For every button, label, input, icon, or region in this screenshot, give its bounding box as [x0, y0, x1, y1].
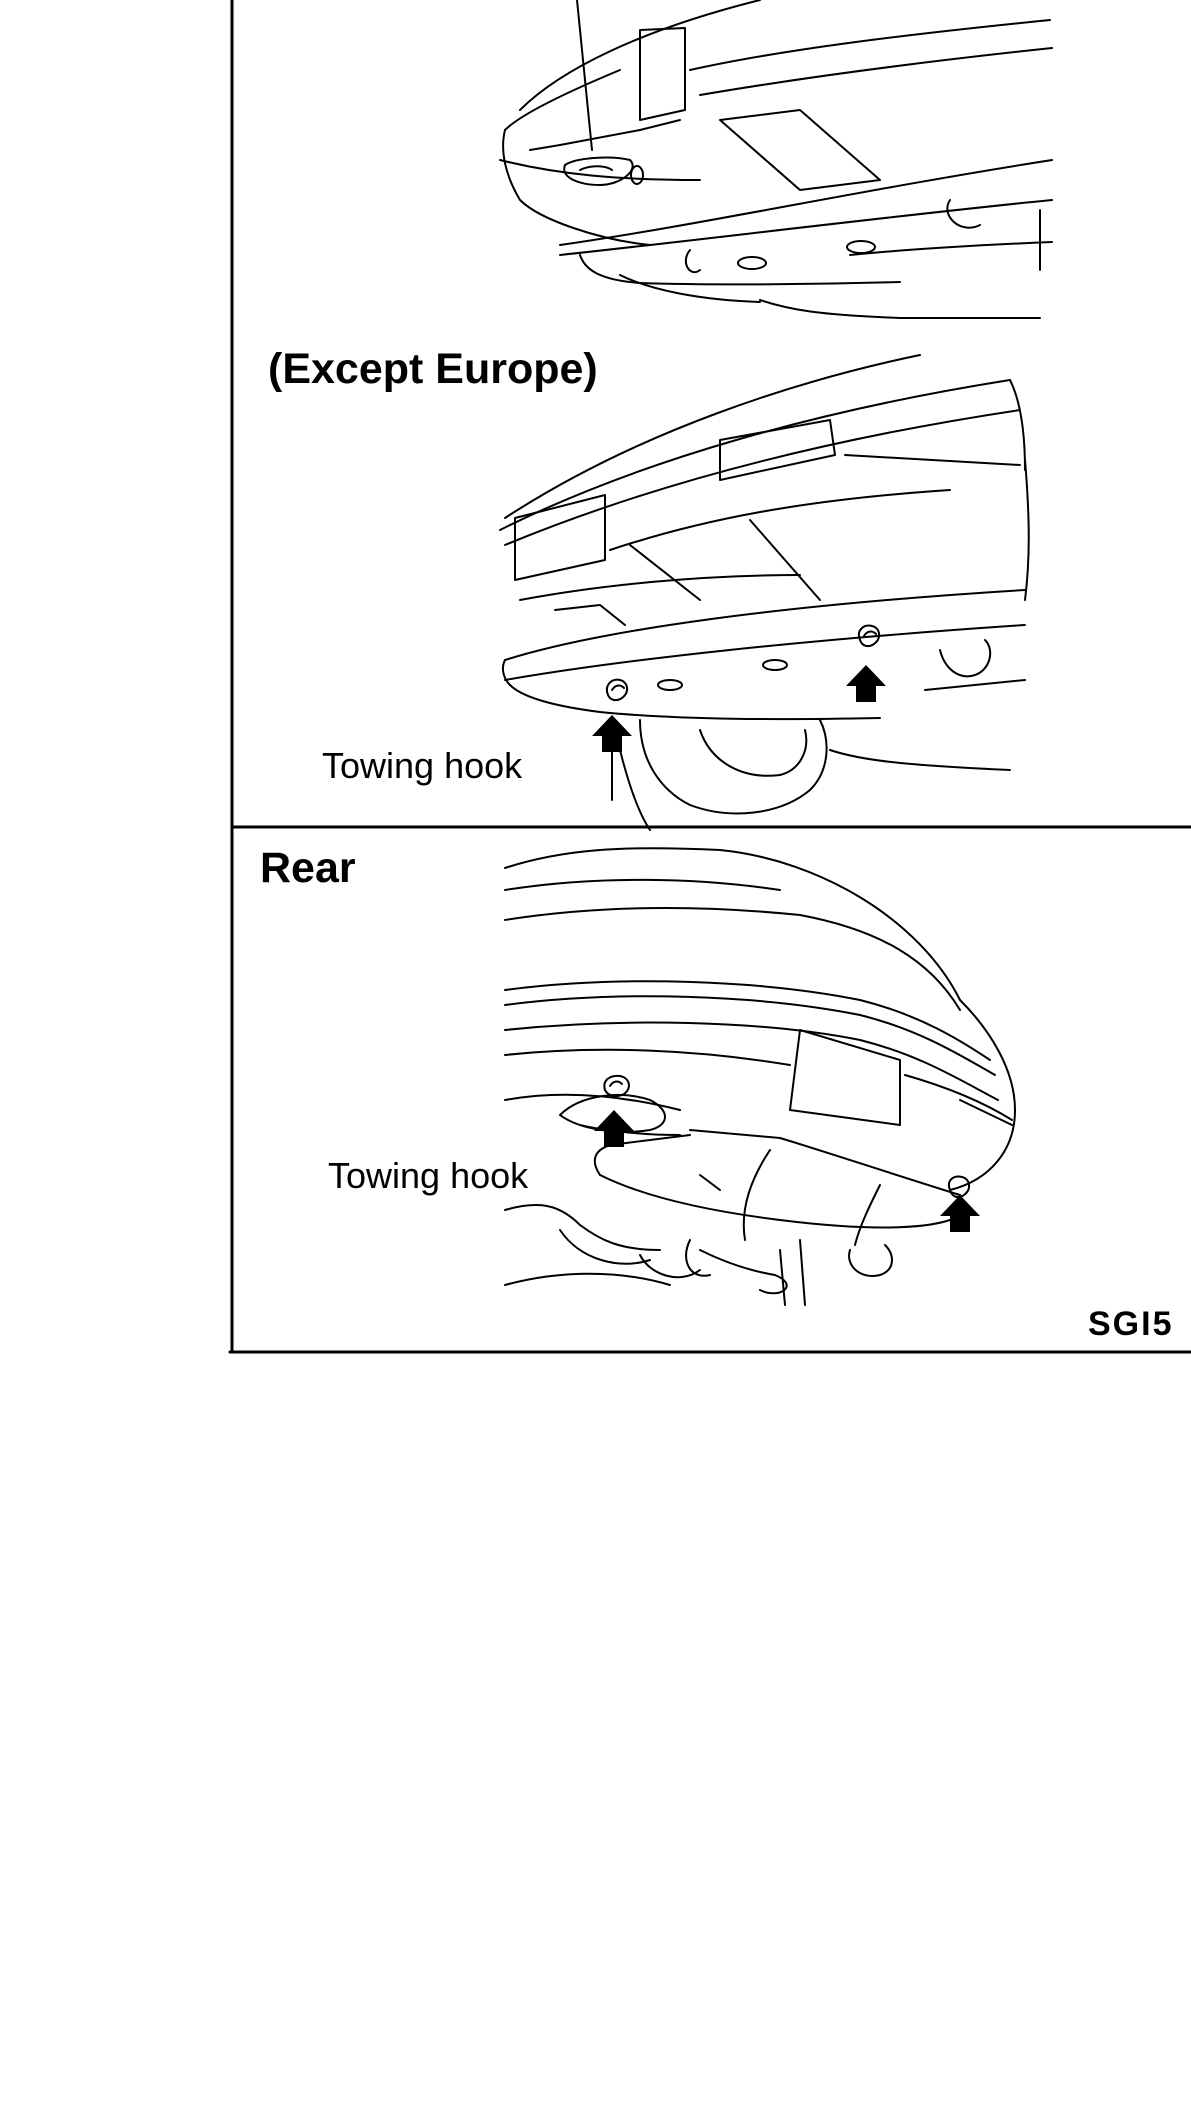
panel-heading-rear: Rear: [260, 844, 356, 892]
front-bumper-drawing-except-europe: [499, 354, 1030, 831]
up-arrow-icon: [592, 715, 632, 752]
towing-hook-callout-rear: Towing hook: [328, 1155, 529, 1196]
panel-heading-except-europe: (Except Europe): [268, 345, 598, 393]
front-bumper-drawing-top: [499, 0, 1053, 319]
up-arrow-icon: [594, 1110, 634, 1147]
diagram-frame: [228, 0, 1191, 1354]
up-arrow-icon: [846, 665, 886, 702]
towing-hook-callout-upper: Towing hook: [322, 745, 523, 786]
rear-bumper-drawing: [504, 847, 1016, 1306]
figure-code: SGI5: [1088, 1305, 1173, 1343]
up-arrow-icon: [940, 1195, 980, 1232]
